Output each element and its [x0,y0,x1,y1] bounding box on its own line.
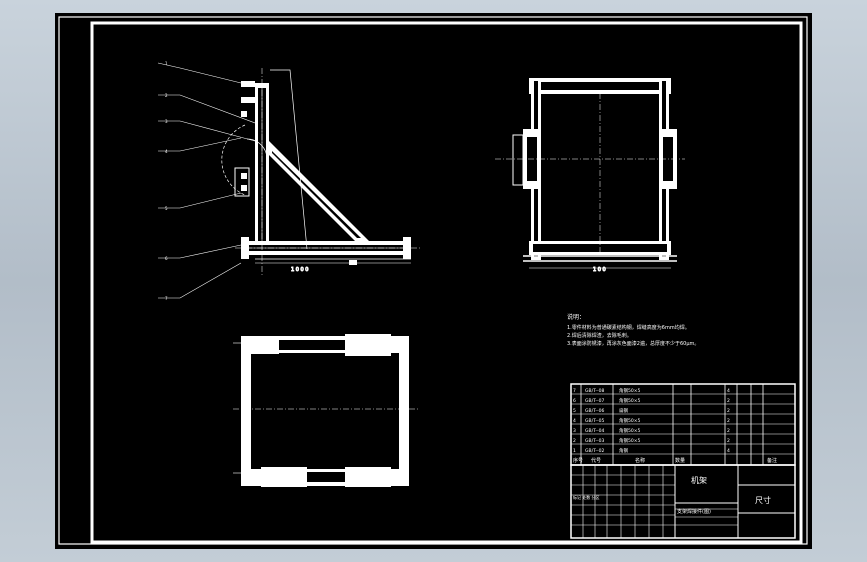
bom-row-7-qty: 4 [727,448,730,454]
bom-row-2-no: 6 [573,398,576,404]
header-note: 备注 [767,457,777,464]
bom-row-1-code: GB/T--08 [585,388,605,394]
parts-list-header: 序号 代号 名称 数量 备注 [573,457,777,464]
revision-row-label: 标记 处数 分区 [573,494,600,500]
header-qty: 数量 [675,457,685,464]
svg-text:1 0 0 0: 1 0 0 0 [291,267,309,273]
svg-text:1 0 0: 1 0 0 [593,267,606,273]
bom-row-5-code: GB/T--04 [585,428,605,434]
top-view[interactable] [233,334,419,487]
part-name: 机架 [691,475,707,485]
side-view[interactable]: 1 0 0 [495,78,685,274]
balloon-4: 4 [165,149,168,154]
bom-row-2-name: 角钢50×5 [619,397,640,404]
bom-row-7-no: 1 [573,448,576,454]
drawing-number: 尺寸 [755,495,771,505]
bom-row-6-no: 2 [573,438,576,444]
leader-lines [157,62,256,299]
header-no: 序号 [573,457,583,464]
bom-row-4-no: 4 [573,418,576,424]
balloon-2: 2 [165,93,168,98]
bom-row-7-code: GB/T--02 [585,448,605,454]
sheet-inner-border [90,21,803,544]
title-block [570,464,796,539]
bom-row-1-no: 7 [573,388,576,394]
bom-row-6-code: GB/T--03 [585,438,605,444]
bom-row-3-qty: 2 [727,408,730,414]
balloon-7: 7 [165,296,168,301]
bom-row-3-code: GB/T--06 [585,408,605,414]
bom-row-7-name: 角钢 [619,447,628,454]
bom-row-1-qty: 4 [727,388,730,394]
balloon-3: 3 [165,119,168,124]
balloon-6: 6 [165,256,168,261]
bom-row-4-name: 角钢50×5 [619,417,640,424]
bom-row-6-name: 角钢50×5 [619,437,640,444]
balloon-1: 1 [165,61,168,66]
bom-row-3-name: 扁钢 [619,407,628,414]
technical-notes: 说明： 1.零件材料为普通碳素结构钢，焊缝高度为6mm均焊。 2.焊后清除焊渣，… [567,313,699,347]
bom-row-6-qty: 2 [727,438,730,444]
balloon-5: 5 [165,206,168,211]
title-subtitle: 支架焊接件(图) [677,508,711,515]
front-view[interactable]: 1 0 0 0 [221,68,420,275]
bom-row-5-name: 角钢50×5 [619,427,640,434]
header-code: 代号 [591,457,601,464]
header-name: 名称 [635,457,645,464]
parts-list-table [570,383,796,466]
bom-row-2-code: GB/T--07 [585,398,605,404]
cad-drawing-sheet: 1 0 0 0 1 2 3 4 5 6 7 [58,16,808,545]
notes-line-1: 1.零件材料为普通碳素结构钢，焊缝高度为6mm均焊。 [567,324,690,331]
bom-row-1-name: 角钢50×5 [619,387,640,394]
bom-row-4-code: GB/T--05 [585,418,605,424]
bom-row-5-qty: 2 [727,428,730,434]
notes-heading: 说明： [567,313,585,321]
bom-row-2-qty: 2 [727,398,730,404]
sheet-outer-border [58,16,808,545]
notes-line-2: 2.焊后清除焊渣，去除毛刺。 [567,332,632,339]
bom-row-4-qty: 2 [727,418,730,424]
bom-row-3-no: 5 [573,408,576,414]
bom-row-5-no: 3 [573,428,576,434]
cad-drawing-viewport[interactable]: 1 0 0 0 1 2 3 4 5 6 7 [55,13,812,549]
balloon-labels: 1 2 3 4 5 6 7 [165,61,168,301]
notes-line-3: 3.表面涂防锈漆，再涂灰色面漆2遍，总厚度不少于60μm。 [567,340,699,347]
